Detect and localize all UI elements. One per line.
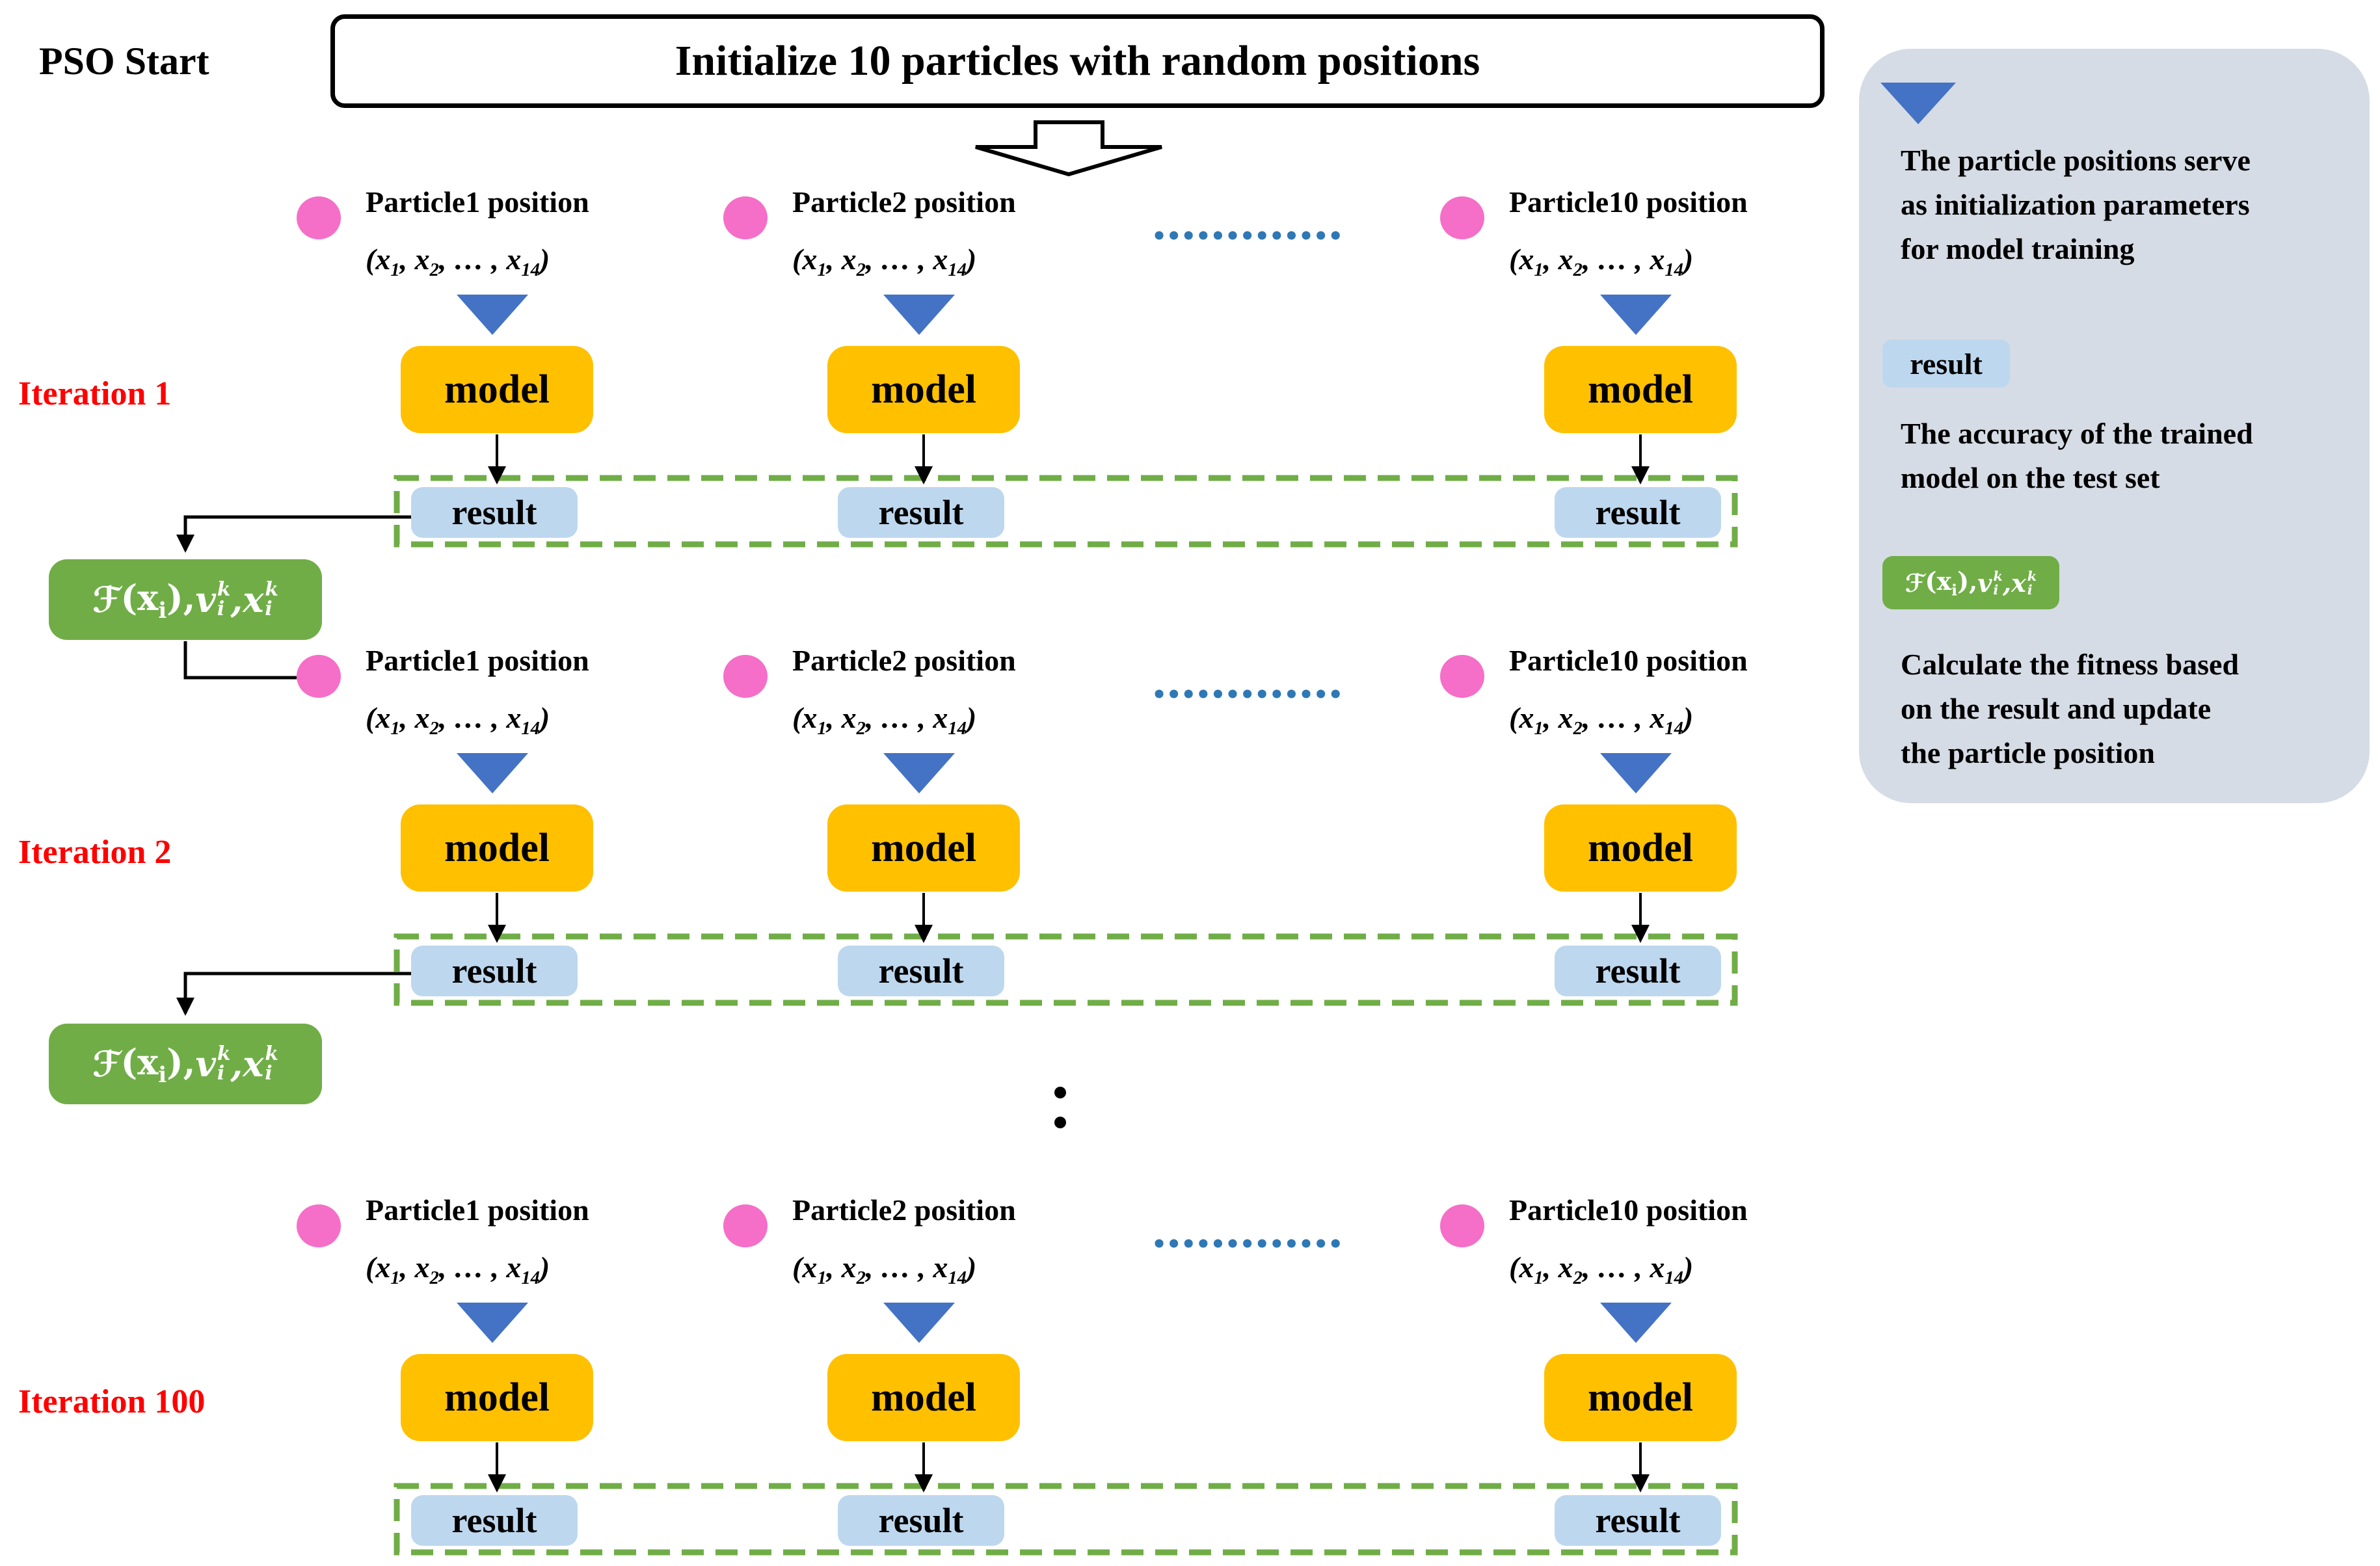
model-box: model xyxy=(1544,346,1737,433)
model-box: model xyxy=(1544,804,1737,892)
particle-column: Particle2 position (x1, x2, … , x14) mod… xyxy=(723,185,1036,550)
particle-bullet-icon xyxy=(723,1204,768,1247)
input-triangle-icon xyxy=(1600,1303,1672,1343)
input-triangle-icon xyxy=(457,753,528,793)
particle-position: (x1, x2, … , x14) xyxy=(792,1251,977,1289)
iteration-1-label: Iteration 1 xyxy=(18,375,172,412)
vertical-ellipsis-icon xyxy=(1054,1117,1066,1128)
iteration-2-label: Iteration 2 xyxy=(18,834,172,871)
initialize-box-label: Initialize 10 particles with random posi… xyxy=(675,37,1480,85)
result-box: result xyxy=(838,1495,1004,1546)
particle-bullet-icon xyxy=(723,655,768,698)
particle-position: (x1, x2, … , x14) xyxy=(1509,243,1694,281)
particle-bullet-icon xyxy=(297,655,341,698)
result-box: result xyxy=(838,946,1004,996)
legend-fitness-text: Calculate the fitness based on the resul… xyxy=(1901,648,2240,769)
input-triangle-icon xyxy=(1600,753,1672,793)
particle-position: (x1, x2, … , x14) xyxy=(792,701,977,739)
particle-bullet-icon xyxy=(1440,655,1484,698)
particle-title: Particle10 position xyxy=(1509,185,1748,219)
vertical-ellipsis-icon xyxy=(1054,1087,1066,1098)
input-triangle-icon xyxy=(883,753,955,793)
particle-position: (x1, x2, … , x14) xyxy=(1509,701,1694,739)
particle-bullet-icon xyxy=(297,1204,341,1247)
result-box: result xyxy=(411,946,578,996)
particle-title: Particle10 position xyxy=(1509,1193,1748,1227)
particle-title: Particle1 position xyxy=(366,185,589,219)
particle-bullet-icon xyxy=(1440,1204,1484,1247)
model-box: model xyxy=(827,804,1020,892)
model-box: model xyxy=(401,1354,593,1441)
particle-title: Particle10 position xyxy=(1509,644,1748,677)
result-box: result xyxy=(838,487,1004,538)
input-triangle-icon xyxy=(457,1303,528,1343)
model-box: model xyxy=(1544,1354,1737,1441)
particle-title: Particle2 position xyxy=(792,644,1016,677)
fitness-to-particle-connector xyxy=(183,641,297,680)
result-box: result xyxy=(411,1495,578,1546)
particle-column: Particle1 position (x1, x2, … , x14) mod… xyxy=(297,185,609,550)
initialize-box: Initialize 10 particles with random posi… xyxy=(330,14,1825,108)
model-box: model xyxy=(827,346,1020,433)
particle-column: Particle10 position (x1, x2, … , x14) mo… xyxy=(1440,185,1752,550)
legend-panel: The particle positions serve as initiali… xyxy=(1859,49,2370,803)
particle-column: Particle2 position (x1, x2, … , x14) mod… xyxy=(723,1193,1036,1558)
result-box: result xyxy=(1555,487,1721,538)
particle-column: Particle10 position (x1, x2, … , x14) mo… xyxy=(1440,1193,1752,1558)
pso-start-label: PSO Start xyxy=(39,40,209,83)
particle-position: (x1, x2, … , x14) xyxy=(1509,1251,1694,1289)
particle-title: Particle2 position xyxy=(792,1193,1016,1227)
particle-position: (x1, x2, … , x14) xyxy=(366,701,550,739)
particle-column: Particle1 position (x1, x2, … , x14) mod… xyxy=(297,1193,609,1558)
particle-column: Particle1 position (x1, x2, … , x14) mod… xyxy=(297,644,609,1008)
particle-bullet-icon xyxy=(723,196,768,239)
input-triangle-icon xyxy=(883,295,955,335)
model-box: model xyxy=(827,1354,1020,1441)
particle-title: Particle1 position xyxy=(366,1193,589,1227)
particle-bullet-icon xyxy=(297,196,341,239)
particle-column: Particle10 position (x1, x2, … , x14) mo… xyxy=(1440,644,1752,1008)
input-triangle-icon xyxy=(1600,295,1672,335)
flow-down-arrow-icon xyxy=(975,120,1162,177)
input-triangle-icon xyxy=(457,295,528,335)
particle-position: (x1, x2, … , x14) xyxy=(366,1251,550,1289)
result-box: result xyxy=(1555,946,1721,996)
input-triangle-icon xyxy=(883,1303,955,1343)
iteration-100-label: Iteration 100 xyxy=(18,1383,206,1420)
particle-position: (x1, x2, … , x14) xyxy=(792,243,977,281)
particle-bullet-icon xyxy=(1440,196,1484,239)
legend-triangle-text: The particle positions serve as initiali… xyxy=(1901,144,2251,265)
legend-result-text: The accuracy of the trained model on the… xyxy=(1901,417,2253,494)
particle-position: (x1, x2, … , x14) xyxy=(366,243,550,281)
legend-triangle-icon xyxy=(1880,83,1956,124)
particle-title: Particle2 position xyxy=(792,185,1016,219)
particle-title: Particle1 position xyxy=(366,644,589,677)
model-box: model xyxy=(401,804,593,892)
legend-result-chip: result xyxy=(1882,339,2010,388)
particle-column: Particle2 position (x1, x2, … , x14) mod… xyxy=(723,644,1036,1008)
result-box: result xyxy=(1555,1495,1721,1546)
model-box: model xyxy=(401,346,593,433)
result-box: result xyxy=(411,487,578,538)
